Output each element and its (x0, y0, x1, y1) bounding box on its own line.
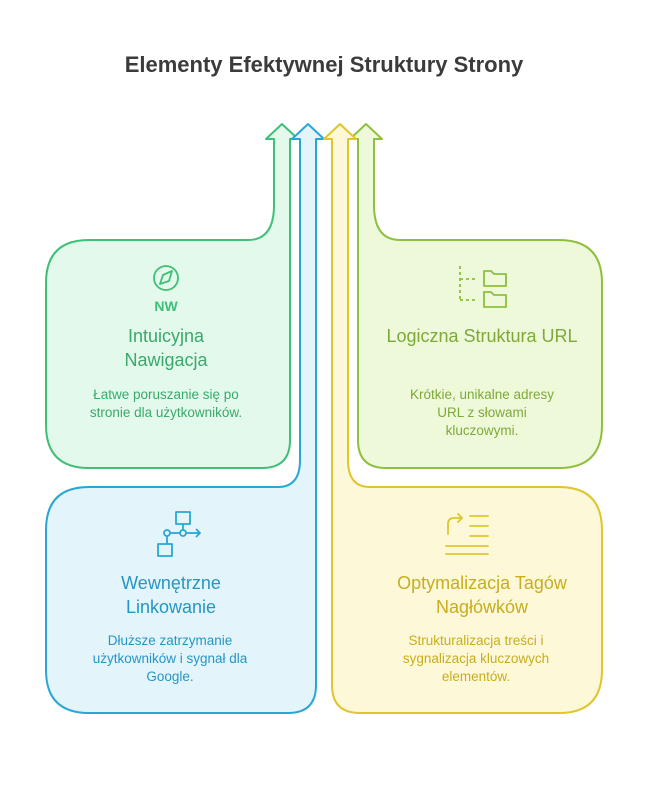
flowchart-icon (157, 511, 201, 557)
card-shape-links (45, 123, 325, 714)
folder-tree-icon (459, 266, 507, 308)
card-title-nav: Intuicyjna Nawigacja (124, 326, 208, 370)
card-shape-url (349, 123, 603, 469)
text-indent-icon (445, 513, 489, 555)
card-desc-links: Dłuższe zatrzymanie użytkowników i sygna… (92, 633, 248, 684)
card-title-headings: Optymalizacja Tagów Nagłówków (397, 573, 567, 617)
card-title-url: Logiczna Struktura URL (386, 326, 578, 346)
card-desc-nav: Łatwe poruszanie się po stronie dla użyt… (89, 387, 243, 420)
card-title-links: Wewnętrzne Linkowanie (121, 573, 221, 617)
diagram-title: Elementy Efektywnej Struktury Strony (124, 52, 524, 77)
card-desc-headings: Strukturalizacja treści i sygnalizacja k… (402, 633, 550, 684)
card-shape-nav (45, 123, 299, 469)
compass-label: NW (154, 298, 178, 314)
card-desc-url: Krótkie, unikalne adresy URL z słowami k… (409, 387, 555, 438)
compass-icon (153, 265, 179, 291)
card-shape-headings (323, 123, 603, 714)
